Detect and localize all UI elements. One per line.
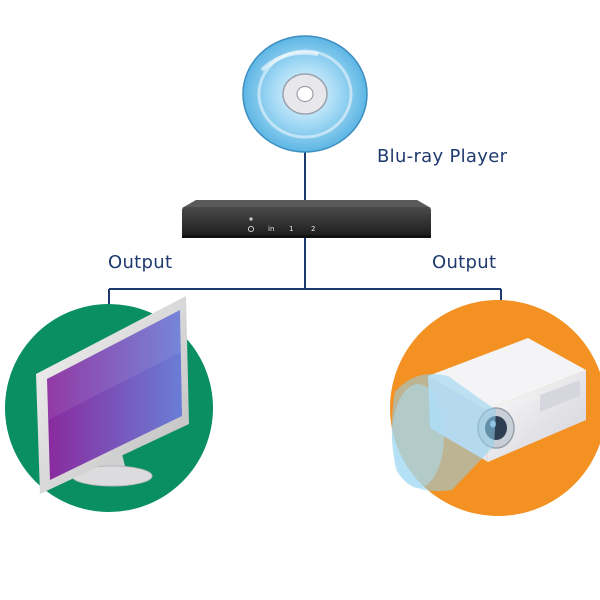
port-in-label: in (268, 225, 275, 233)
power-led-icon (249, 217, 253, 221)
output-label-right: Output (432, 252, 497, 273)
hdmi-splitter-icon (182, 200, 431, 238)
port-2-label: 2 (311, 225, 316, 233)
port-1-label: 1 (289, 225, 294, 233)
monitor-icon (36, 296, 189, 494)
monitor-output-group (5, 296, 213, 512)
projector-icon (391, 338, 586, 492)
bluray-player-label: Blu-ray Player (377, 146, 508, 167)
bluray-disc-icon (242, 35, 368, 153)
projector-output-group (390, 300, 600, 516)
output-label-left: Output (108, 252, 173, 273)
power-icon (247, 225, 255, 233)
